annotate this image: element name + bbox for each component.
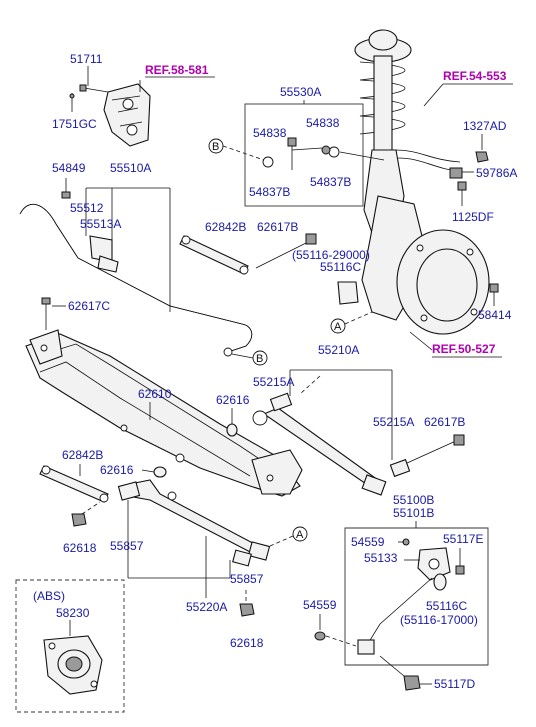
label-1751gc: 1751GC <box>52 117 97 131</box>
washer-62616-lower <box>153 466 167 478</box>
label-abs: (ABS) <box>33 589 65 603</box>
marker-b-bottom-text: B <box>256 353 263 365</box>
label-54838-left: 54838 <box>253 126 287 140</box>
marker-a-top[interactable] <box>330 318 346 334</box>
nut-54559-lower <box>314 631 326 641</box>
label-58230: 58230 <box>56 606 90 620</box>
nut-62618-left <box>71 513 87 527</box>
stabilizer-bar-drawing <box>19 203 253 357</box>
trailing-arm-55220a-drawing <box>117 479 271 561</box>
label-59786a: 59786A <box>476 166 517 180</box>
crossmember-62610-drawing <box>25 329 303 497</box>
upper-link-62842b <box>179 235 249 275</box>
label-51711: 51711 <box>70 52 103 66</box>
label-54837b-right: 54837B <box>310 175 351 189</box>
label-62842b-lower: 62842B <box>62 448 103 462</box>
label-55210a: 55210A <box>318 343 359 357</box>
label-55512: 55512 <box>70 201 104 215</box>
label-55513a: 55513A <box>80 217 121 231</box>
label-55117e: 55117E <box>443 532 483 546</box>
bolt-55117d <box>403 675 421 691</box>
label-54559-lower: 54559 <box>303 598 337 612</box>
label-55101b: 55101B <box>393 506 434 520</box>
nut-1327ad <box>475 151 489 163</box>
label-55215a-lower: 55215A <box>373 415 414 429</box>
label-62617b-upper: 62617B <box>257 220 298 234</box>
label-55857-left: 55857 <box>110 539 144 553</box>
label-62617c: 62617C <box>68 299 110 313</box>
label-62616-lower: 62616 <box>100 463 134 477</box>
box-abs <box>15 579 125 713</box>
label-55116-29000: (55116-29000) <box>292 248 370 262</box>
label-55133: 55133 <box>364 551 398 565</box>
label-1125df: 1125DF <box>452 210 494 224</box>
caliper-bracket-drawing <box>69 83 151 147</box>
marker-a-bottom[interactable] <box>292 526 308 542</box>
label-58414: 58414 <box>478 308 512 322</box>
ref-54-553[interactable]: REF.54-553 <box>443 69 507 83</box>
label-55215a-upper: 55215A <box>253 375 294 389</box>
label-62610: 62610 <box>138 387 172 401</box>
label-54849: 54849 <box>52 161 86 175</box>
marker-a-top-text: A <box>334 321 342 333</box>
nut-62618-right <box>239 603 255 617</box>
label-55116c-lower: 55116C <box>426 599 467 613</box>
label-55530a: 55530A <box>280 85 321 99</box>
stabilizer-link-drawing <box>262 137 340 170</box>
bolt-58414 <box>489 283 499 293</box>
label-55117d: 55117D <box>434 677 475 691</box>
label-55510a: 55510A <box>110 161 151 175</box>
label-62618-left: 62618 <box>63 541 97 555</box>
clip-59786a <box>449 167 463 179</box>
bolt-62617b-upper <box>255 239 313 269</box>
washer-62616-upper <box>226 423 238 437</box>
label-62618-right: 62618 <box>230 636 264 650</box>
ref-50-527[interactable]: REF.50-527 <box>432 342 496 356</box>
label-54559-upper: 54559 <box>351 535 385 549</box>
box-55100b <box>344 527 489 666</box>
trailing-link-55100b-drawing <box>357 547 465 655</box>
label-54838-right: 54838 <box>306 116 340 130</box>
hub-knuckle-drawing <box>337 195 490 335</box>
marker-b-top-text: B <box>212 141 219 153</box>
label-54837b-left: 54837B <box>249 185 290 199</box>
label-55857-right: 55857 <box>230 572 264 586</box>
ref-58-581[interactable]: REF.58-581 <box>145 63 209 77</box>
lower-arm-55210a-drawing <box>252 392 387 496</box>
label-55100b: 55100B <box>393 493 434 507</box>
label-62842b-upper: 62842B <box>205 220 246 234</box>
abs-caliper-58230-drawing <box>43 635 103 695</box>
label-1327ad: 1327AD <box>463 119 507 133</box>
marker-a-bottom-text: A <box>296 529 304 541</box>
label-55220a: 55220A <box>186 600 227 614</box>
label-55116-17000: (55116-17000) <box>400 613 478 627</box>
label-62616-upper: 62616 <box>216 393 250 407</box>
label-62617b-lower: 62617B <box>424 415 465 429</box>
label-55116c-upper: 55116C <box>320 260 361 274</box>
